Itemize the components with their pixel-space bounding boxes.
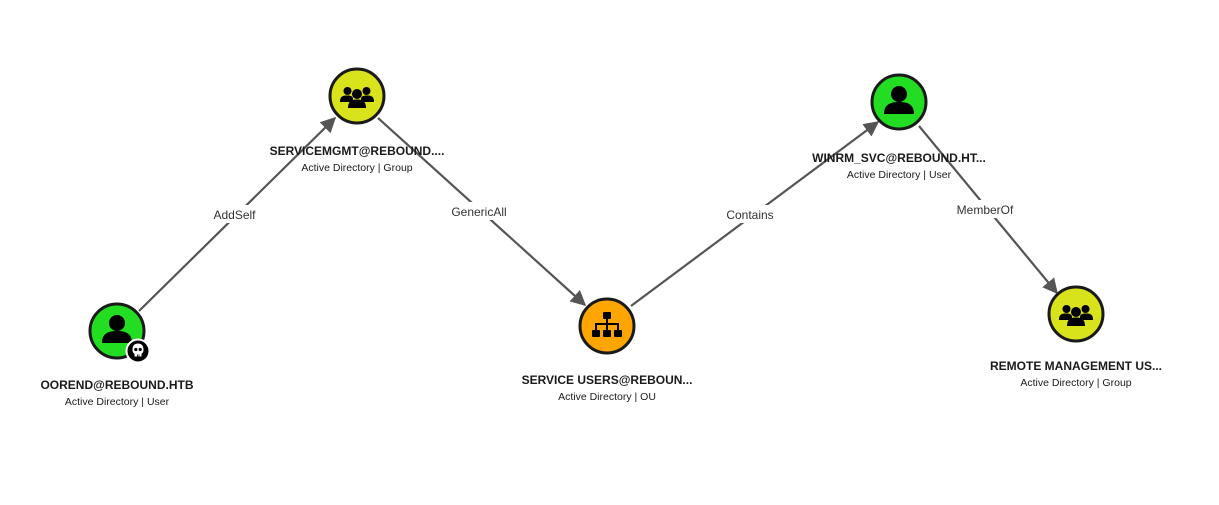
node-label-servicemgmt[interactable]: SERVICEMGMT@REBOUND.... Active Directory… xyxy=(227,144,487,175)
edge-label-contains[interactable]: Contains xyxy=(721,205,779,223)
node-name: SERVICE USERS@REBOUN... xyxy=(521,373,693,387)
node-name: SERVICEMGMT@REBOUND.... xyxy=(269,144,445,158)
edge-label-addself[interactable]: AddSelf xyxy=(208,205,261,223)
node-servicemgmt[interactable] xyxy=(328,67,386,125)
user-icon xyxy=(102,315,132,343)
node-subtitle: Active Directory | User xyxy=(846,169,952,181)
user-icon xyxy=(884,86,914,114)
edge-label-addself-text: AddSelf xyxy=(213,208,256,222)
group-icon xyxy=(1059,305,1093,326)
node-remote-management[interactable] xyxy=(1047,285,1105,343)
node-label-service-users[interactable]: SERVICE USERS@REBOUN... Active Directory… xyxy=(477,373,737,404)
node-name: REMOTE MANAGEMENT US... xyxy=(989,359,1162,373)
org-unit-icon xyxy=(592,312,622,337)
node-label-oorend[interactable]: OOREND@REBOUND.HTB Active Directory | Us… xyxy=(0,378,247,409)
edge-label-genericall[interactable]: GenericAll xyxy=(445,202,513,220)
node-subtitle: Active Directory | Group xyxy=(301,162,413,174)
node-name: WINRM_SVC@REBOUND.HT... xyxy=(812,151,986,165)
node-label-winrm-svc[interactable]: WINRM_SVC@REBOUND.HT... Active Directory… xyxy=(769,151,1029,182)
skull-icon xyxy=(125,338,151,364)
node-subtitle: Active Directory | Group xyxy=(1020,377,1132,389)
edge-label-genericall-text: GenericAll xyxy=(451,205,506,219)
node-subtitle: Active Directory | OU xyxy=(558,391,656,403)
node-oorend[interactable] xyxy=(88,302,151,364)
node-subtitle: Active Directory | User xyxy=(64,396,170,408)
node-name: OOREND@REBOUND.HTB xyxy=(40,378,194,392)
edge-label-memberof[interactable]: MemberOf xyxy=(951,200,1019,218)
node-service-users[interactable] xyxy=(578,297,636,355)
node-winrm-svc[interactable] xyxy=(870,73,928,131)
group-icon xyxy=(340,87,374,108)
edge-label-contains-text: Contains xyxy=(726,208,773,222)
node-label-remote-management[interactable]: REMOTE MANAGEMENT US... Active Directory… xyxy=(946,359,1206,390)
edge-label-memberof-text: MemberOf xyxy=(957,203,1014,217)
